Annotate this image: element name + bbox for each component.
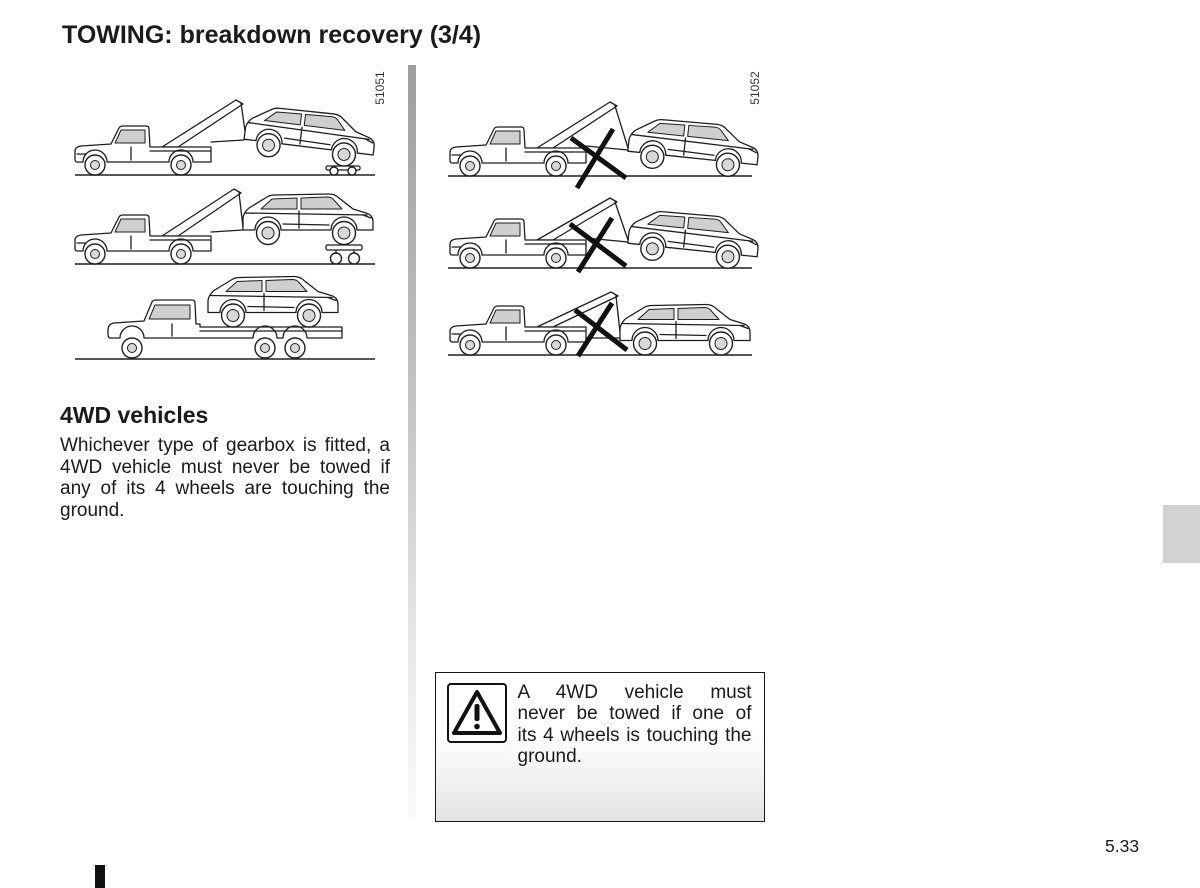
underlift-bar <box>585 145 629 151</box>
figure-code: 51051 <box>373 71 387 105</box>
warning-line: ground. <box>517 745 582 767</box>
right-figure: 51052 <box>448 71 762 358</box>
triangle-outline <box>451 689 502 735</box>
boom-cable <box>614 201 629 241</box>
chapter-tab <box>1163 505 1200 563</box>
figure-panel <box>74 188 375 265</box>
left-figure: 51051 <box>74 71 387 360</box>
boom-cable <box>615 295 621 333</box>
margin-mark <box>95 865 105 888</box>
page-number: 5.33 <box>1105 836 1140 856</box>
suv-icon <box>625 114 762 180</box>
cross-mark-icon <box>573 301 629 358</box>
cross-stroke <box>569 135 628 181</box>
figure-panel <box>448 197 762 274</box>
warning-line: A 4WD vehicle must <box>517 682 752 703</box>
figure-panel <box>448 101 762 190</box>
cross-mark-icon <box>568 216 628 274</box>
underlift-bar <box>210 229 244 233</box>
cross-mark-icon <box>569 127 628 190</box>
exclamation-bar <box>474 703 479 721</box>
flatbed-front-rim <box>127 343 137 353</box>
dolly-wheel <box>347 252 361 265</box>
wheel-dolly <box>325 244 363 265</box>
exclamation-dot <box>473 723 480 729</box>
boom-arm <box>161 188 242 237</box>
tow-boom <box>536 101 629 151</box>
figure-panel <box>74 99 379 176</box>
wheel-dolly <box>325 165 361 176</box>
paragraph-line: any of its 4 wheels are touching the <box>60 478 390 499</box>
cross-stroke <box>575 301 615 358</box>
flatbed-window <box>148 304 191 320</box>
cross-stroke <box>568 222 628 268</box>
boom-cable <box>614 105 629 149</box>
tow-boom <box>161 99 247 148</box>
dolly-wheel <box>329 166 339 176</box>
boom-arm <box>161 99 244 148</box>
paragraph-line: Whichever type of gearbox is fitted, a <box>60 435 390 456</box>
suv-icon <box>207 275 339 328</box>
suv-icon <box>619 303 751 356</box>
column-divider <box>408 65 416 820</box>
dolly-platform <box>325 244 363 251</box>
cross-stroke <box>574 127 616 190</box>
warning-box: A 4WD vehicle must never be towed if one… <box>435 672 765 822</box>
warning-text: A 4WD vehicle must never be towed if one… <box>518 682 752 767</box>
warning-line: never be towed if one of <box>517 703 752 725</box>
suv-icon <box>625 206 762 272</box>
paragraph-line: 4WD vehicle must never be towed if <box>60 456 390 478</box>
suv-icon <box>241 102 379 171</box>
warning-triangle-icon <box>446 682 507 743</box>
warning-triangle-graphic <box>451 689 502 735</box>
tow-boom <box>536 197 629 243</box>
figure-panel <box>75 275 375 360</box>
underlift-bar <box>210 139 245 143</box>
dolly-wheel <box>347 166 357 176</box>
figure-panel <box>448 291 752 358</box>
section-heading: 4WD vehicles <box>60 402 209 428</box>
boom-cable <box>238 192 244 228</box>
dolly-wheel <box>329 252 343 265</box>
tow-boom <box>161 188 244 237</box>
body-paragraph: Whichever type of gearbox is fitted, a 4… <box>60 435 390 521</box>
figure-code: 51052 <box>748 71 762 105</box>
flatbed-rear-rim <box>260 343 270 353</box>
page-title: TOWING: breakdown recovery (3/4) <box>62 21 482 49</box>
cross-stroke <box>573 308 629 352</box>
flatbed-rear-rim <box>290 343 300 353</box>
warning-line: its 4 wheels is touching the <box>517 724 752 746</box>
cross-stroke <box>575 216 615 274</box>
flatbed-truck-icon <box>107 299 343 359</box>
paragraph-line: ground. <box>60 499 125 521</box>
suv-icon <box>242 193 374 246</box>
